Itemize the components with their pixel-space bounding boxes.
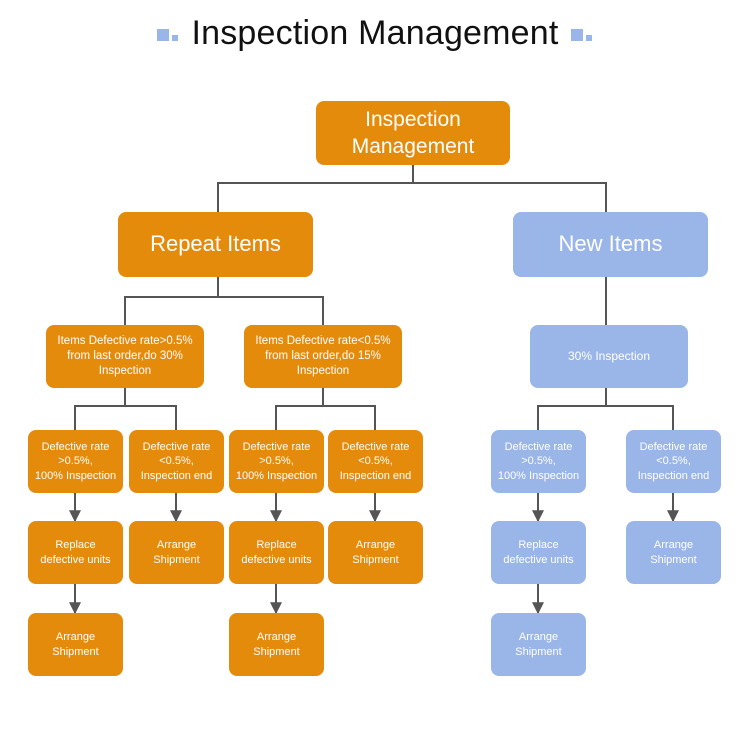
connector-new-a-children <box>537 388 607 430</box>
node-b-arrange-shipment-low: Arrange Shipment <box>328 521 423 584</box>
node-new-30-inspection: 30% Inspection <box>530 325 688 388</box>
node-b-defective-high: Defective rate >0.5%, 100% Inspection <box>229 430 324 493</box>
node-b-replace-units: Replace defective units <box>229 521 324 584</box>
node-b-defective-low: Defective rate <0.5%, Inspection end <box>328 430 423 493</box>
connector-root-to-new <box>413 182 607 212</box>
node-a-defective-low: Defective rate <0.5%, Inspection end <box>129 430 224 493</box>
connector-rep-b-child-lo <box>323 405 376 430</box>
connector-new-a-child-lo <box>606 405 674 430</box>
node-n-defective-low: Defective rate <0.5%, Inspection end <box>626 430 721 493</box>
node-b-arrange-shipment: Arrange Shipment <box>229 613 324 676</box>
node-repeat-high-rate: Items Defective rate>0.5% from last orde… <box>46 325 204 388</box>
node-repeat-items: Repeat Items <box>118 212 313 277</box>
connector-repeat-branch-b <box>218 296 324 325</box>
square-bullet-icon <box>570 29 593 42</box>
connector-repeat-branches <box>124 277 219 325</box>
node-a-arrange-shipment-low: Arrange Shipment <box>129 521 224 584</box>
node-n-defective-high: Defective rate >0.5%, 100% Inspection <box>491 430 586 493</box>
connector-rep-b-children <box>275 388 324 430</box>
connector-rep-a-children <box>74 388 126 430</box>
square-bullet-icon <box>157 29 179 42</box>
node-a-defective-high: Defective rate >0.5%, 100% Inspection <box>28 430 123 493</box>
connector-rep-a-child-lo <box>125 405 177 430</box>
node-root: Inspection Management <box>316 101 510 165</box>
title-text: Inspection Management <box>191 14 559 52</box>
connector-root-to-items <box>217 165 414 212</box>
node-new-items: New Items <box>513 212 708 277</box>
node-repeat-low-rate: Items Defective rate<0.5% from last orde… <box>244 325 402 388</box>
page-title: Inspection Management <box>0 14 750 53</box>
node-n-replace-units: Replace defective units <box>491 521 586 584</box>
node-n-arrange-shipment-low: Arrange Shipment <box>626 521 721 584</box>
node-n-arrange-shipment: Arrange Shipment <box>491 613 586 676</box>
node-a-arrange-shipment: Arrange Shipment <box>28 613 123 676</box>
node-a-replace-units: Replace defective units <box>28 521 123 584</box>
